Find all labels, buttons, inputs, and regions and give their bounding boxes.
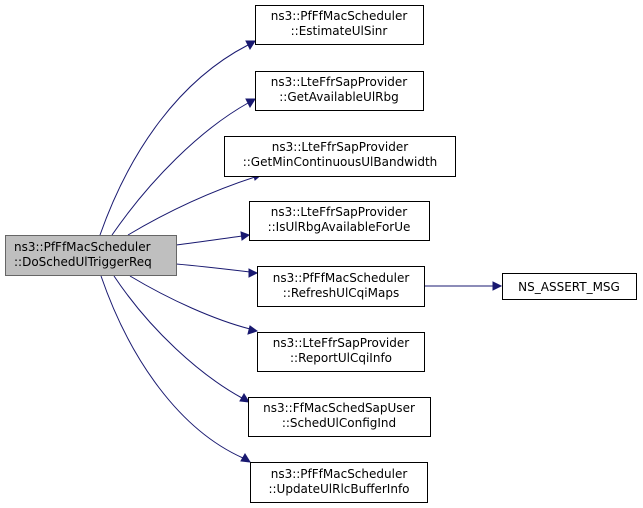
node-update-ul-rlc-buffer-info-line2: ::UpdateUlRlcBufferInfo xyxy=(268,482,409,496)
node-get-available-ul-rbg[interactable]: ns3::LteFfrSapProvider ::GetAvailableUlR… xyxy=(255,71,424,111)
node-get-available-ul-rbg-line2: ::GetAvailableUlRbg xyxy=(279,90,398,104)
arrowhead-is-ul-rbg-available-for-ue xyxy=(240,231,251,241)
node-report-ul-cqi-info[interactable]: ns3::LteFfrSapProvider ::ReportUlCqiInfo xyxy=(257,332,425,372)
node-refresh-ul-cqi-maps-line1: ns3::PfFfMacScheduler xyxy=(273,271,410,285)
node-get-available-ul-rbg-line1: ns3::LteFfrSapProvider xyxy=(271,75,407,89)
node-sched-ul-config-ind-line2: ::SchedUlConfigInd xyxy=(282,416,396,430)
node-ns-assert-msg-label: NS_ASSERT_MSG xyxy=(518,280,620,294)
node-is-ul-rbg-available-for-ue-line2: ::IsUlRbgAvailableForUe xyxy=(268,220,411,234)
arrowhead-update-ul-rlc-buffer-info xyxy=(240,453,251,463)
node-is-ul-rbg-available-for-ue-line1: ns3::LteFfrSapProvider xyxy=(271,205,407,219)
edge-is-ul-rbg-available-for-ue xyxy=(175,235,243,246)
node-refresh-ul-cqi-maps-line2: ::RefreshUlCqiMaps xyxy=(283,286,399,300)
arrowhead-get-available-ul-rbg xyxy=(245,98,256,109)
arrowhead-sched-ul-config-ind xyxy=(239,393,250,403)
arrowhead-report-ul-cqi-info xyxy=(247,325,259,335)
node-root-line1: ns3::PfFfMacScheduler xyxy=(14,240,151,254)
edge-report-ul-cqi-info xyxy=(129,275,251,330)
node-update-ul-rlc-buffer-info[interactable]: ns3::PfFfMacScheduler ::UpdateUlRlcBuffe… xyxy=(250,462,428,503)
node-get-min-continuous-ul-bandwidth-line1: ns3::LteFfrSapProvider xyxy=(272,140,408,154)
node-get-min-continuous-ul-bandwidth-line2: ::GetMinContinuousUlBandwidth xyxy=(243,155,438,169)
node-update-ul-rlc-buffer-info-line1: ns3::PfFfMacScheduler xyxy=(271,467,408,481)
arrowhead-ns-assert-msg xyxy=(492,281,503,291)
edge-sched-ul-config-ind xyxy=(113,275,243,399)
edge-refresh-ul-cqi-maps xyxy=(175,263,251,273)
edges xyxy=(99,40,503,463)
node-estimate-ul-sinr[interactable]: ns3::PfFfMacScheduler ::EstimateUlSinr xyxy=(255,5,424,45)
node-report-ul-cqi-info-line1: ns3::LteFfrSapProvider xyxy=(273,336,409,350)
node-root[interactable]: ns3::PfFfMacScheduler ::DoSchedUlTrigger… xyxy=(5,235,177,276)
edge-update-ul-rlc-buffer-info xyxy=(100,275,244,459)
node-estimate-ul-sinr-line2: ::EstimateUlSinr xyxy=(291,24,388,38)
edge-get-min-continuous-ul-bandwidth xyxy=(127,176,256,236)
node-ns-assert-msg[interactable]: NS_ASSERT_MSG xyxy=(502,273,637,300)
node-is-ul-rbg-available-for-ue[interactable]: ns3::LteFfrSapProvider ::IsUlRbgAvailabl… xyxy=(249,201,430,241)
node-refresh-ul-cqi-maps[interactable]: ns3::PfFfMacScheduler ::RefreshUlCqiMaps xyxy=(257,266,425,307)
node-root-line2: ::DoSchedUlTriggerReq xyxy=(14,255,152,269)
arrowhead-estimate-ul-sinr xyxy=(245,40,256,51)
node-report-ul-cqi-info-line2: ::ReportUlCqiInfo xyxy=(290,351,392,365)
arrowhead-refresh-ul-cqi-maps xyxy=(248,268,259,278)
node-sched-ul-config-ind-line1: ns3::FfMacSchedSapUser xyxy=(263,401,415,415)
edge-estimate-ul-sinr xyxy=(99,44,249,236)
node-get-min-continuous-ul-bandwidth[interactable]: ns3::LteFfrSapProvider ::GetMinContinuou… xyxy=(224,136,456,177)
node-sched-ul-config-ind[interactable]: ns3::FfMacSchedSapUser ::SchedUlConfigIn… xyxy=(248,397,431,437)
node-estimate-ul-sinr-line1: ns3::PfFfMacScheduler xyxy=(271,9,408,23)
edge-get-available-ul-rbg xyxy=(111,102,249,236)
